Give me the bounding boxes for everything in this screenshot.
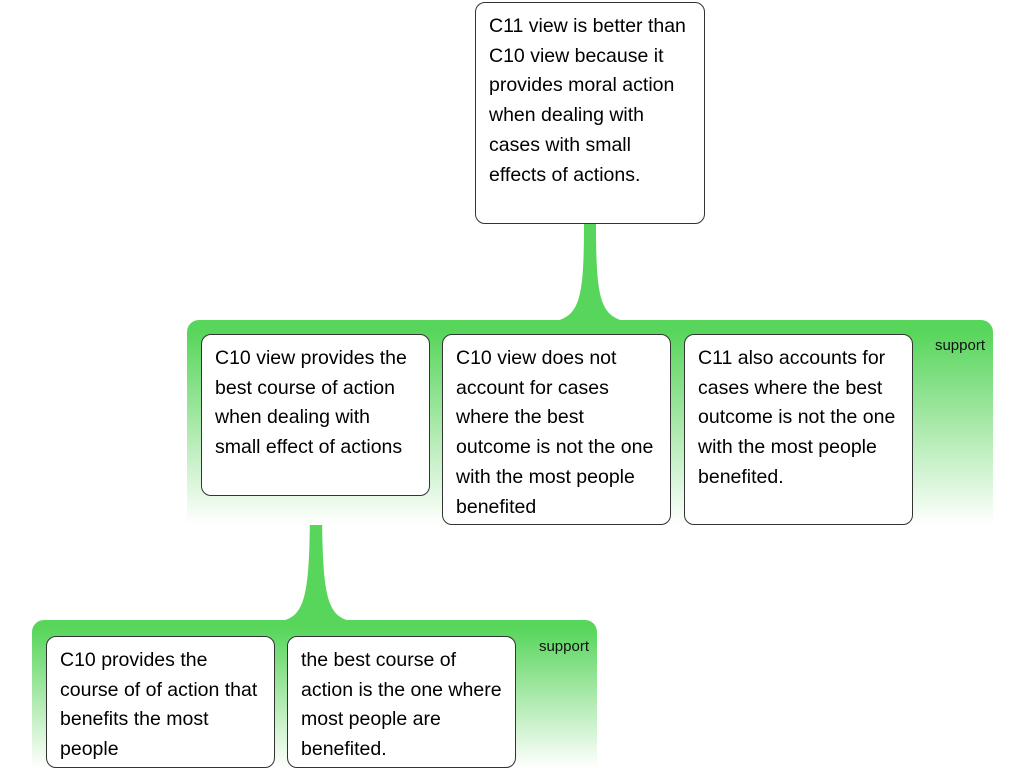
connector-root-to-support <box>550 222 630 322</box>
connector-card-to-support <box>276 494 356 622</box>
claim-card[interactable]: the best course of action is the one whe… <box>287 636 516 768</box>
claim-card[interactable]: C10 view does not account for cases wher… <box>442 334 671 525</box>
claim-card[interactable]: C11 also accounts for cases where the be… <box>684 334 913 525</box>
root-claim-card[interactable]: C11 view is better than C10 view because… <box>475 2 705 224</box>
claim-card[interactable]: C10 provides the course of of action tha… <box>46 636 275 768</box>
support-label: support <box>538 638 589 655</box>
support-label: support <box>934 337 985 354</box>
claim-card[interactable]: C10 view provides the best course of act… <box>201 334 430 496</box>
